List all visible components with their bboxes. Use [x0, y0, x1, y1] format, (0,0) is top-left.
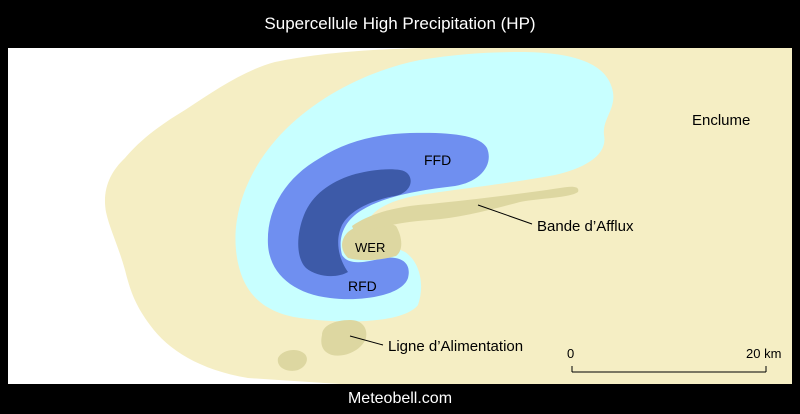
- diagram-area: Enclume FFD WER RFD Bande d’Afflux Ligne…: [8, 48, 792, 384]
- rfd-label: RFD: [348, 278, 377, 294]
- wer-label: WER: [355, 240, 385, 255]
- ffd-label: FFD: [424, 152, 451, 168]
- feeder-line-blob: [321, 320, 367, 356]
- footer-credit: Meteobell.com: [347, 390, 453, 407]
- supercell-diagram: Enclume FFD WER RFD Bande d’Afflux Ligne…: [104, 48, 792, 384]
- feeder-line-label: Ligne d’Alimentation: [388, 338, 523, 355]
- scale-bar: 0 20 km: [567, 346, 781, 373]
- title-bar: Supercellule High Precipitation (HP): [0, 0, 800, 48]
- feeder-line-blob-small: [277, 350, 307, 371]
- feeder-line-leader: [349, 335, 384, 346]
- scale-bar-start-label: 0: [567, 346, 574, 361]
- inflow-band-region: [352, 186, 579, 234]
- core-region: [298, 169, 411, 277]
- footer-bar: Meteobell.com: [0, 384, 800, 414]
- diagram-title: Supercellule High Precipitation (HP): [264, 14, 536, 33]
- anvil-label: Enclume: [692, 112, 750, 129]
- inflow-band-label: Bande d’Afflux: [537, 218, 634, 235]
- inflow-band-leader: [477, 204, 533, 225]
- scale-bar-end-label: 20 km: [746, 346, 781, 361]
